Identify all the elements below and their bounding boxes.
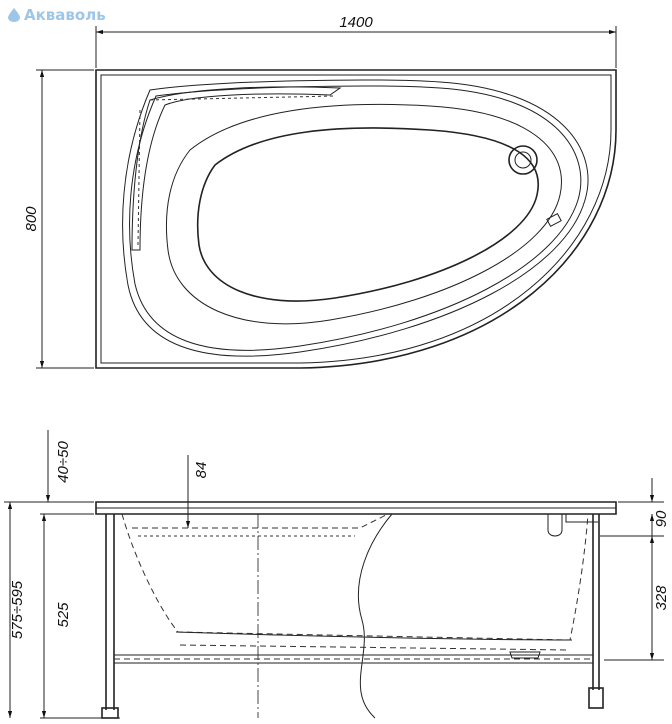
dimension-total-height: 575÷595 <box>9 580 26 639</box>
dimension-328: 328 <box>653 585 670 611</box>
foot-right <box>588 687 604 709</box>
tub-seat <box>131 86 342 251</box>
logo-text: Акваволь <box>24 6 106 24</box>
dimension-rim: 40÷50 <box>55 441 72 483</box>
dimension-90: 90 <box>653 510 670 527</box>
section-cut-line <box>357 513 393 719</box>
tub-bowl-inner <box>196 127 539 302</box>
dimension-length: 1400 <box>339 14 373 31</box>
foot-left <box>101 707 119 719</box>
dimension-width: 800 <box>23 206 40 232</box>
overflow-slot <box>546 212 562 228</box>
tub-outer-rim <box>95 69 617 369</box>
tub-body-hidden <box>121 513 589 641</box>
water-drop-icon <box>8 8 20 22</box>
top-view: 1400 800 <box>23 14 617 369</box>
tub-inner-outline <box>122 79 589 357</box>
drain-outer <box>508 145 538 175</box>
tub-bottom <box>175 631 573 641</box>
tub-rim-side <box>95 501 617 515</box>
dimension-84: 84 <box>193 462 210 479</box>
brand-logo: Акваволь <box>8 6 106 24</box>
drain-inner <box>514 151 532 169</box>
overflow-side <box>547 514 563 537</box>
side-view: 40÷50 84 90 328 525 575÷595 <box>4 430 670 719</box>
tub-bowl-outer <box>165 103 562 325</box>
dimension-525: 525 <box>55 602 72 628</box>
